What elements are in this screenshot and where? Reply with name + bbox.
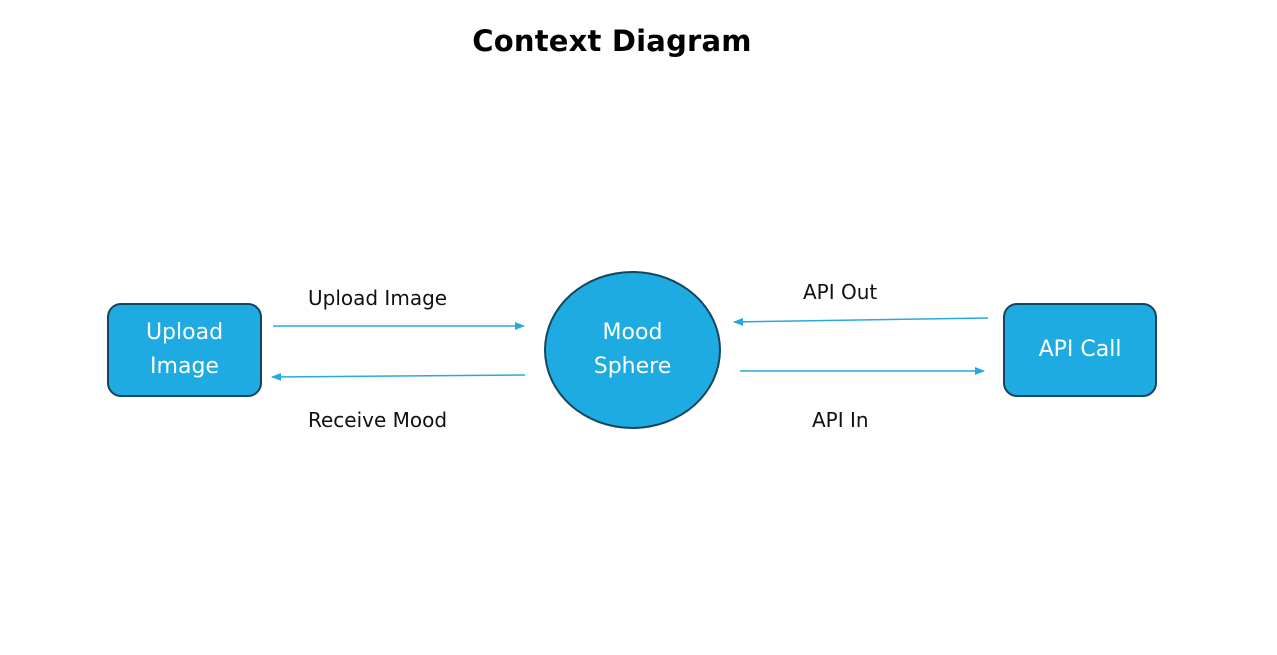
- upload-image-flow-label: Upload Image: [308, 286, 448, 310]
- mood-sphere-process[interactable]: Mood Sphere: [544, 271, 721, 429]
- api-out-flow-arrow: [733, 317, 989, 326]
- mood-sphere-process-label: Mood Sphere: [593, 320, 672, 379]
- upload-image-entity-label: Upload Image: [145, 320, 224, 379]
- api-call-entity[interactable]: API Call: [1003, 303, 1157, 397]
- diagram-title: Context Diagram: [472, 24, 752, 58]
- api-out-flow-label: API Out: [803, 280, 878, 304]
- upload-image-entity[interactable]: Upload Image: [107, 303, 262, 397]
- receive-mood-flow-arrow: [271, 372, 526, 381]
- receive-mood-flow-label: Receive Mood: [308, 408, 448, 432]
- api-in-flow-label: API In: [812, 408, 869, 432]
- api-call-entity-label: API Call: [1038, 337, 1122, 362]
